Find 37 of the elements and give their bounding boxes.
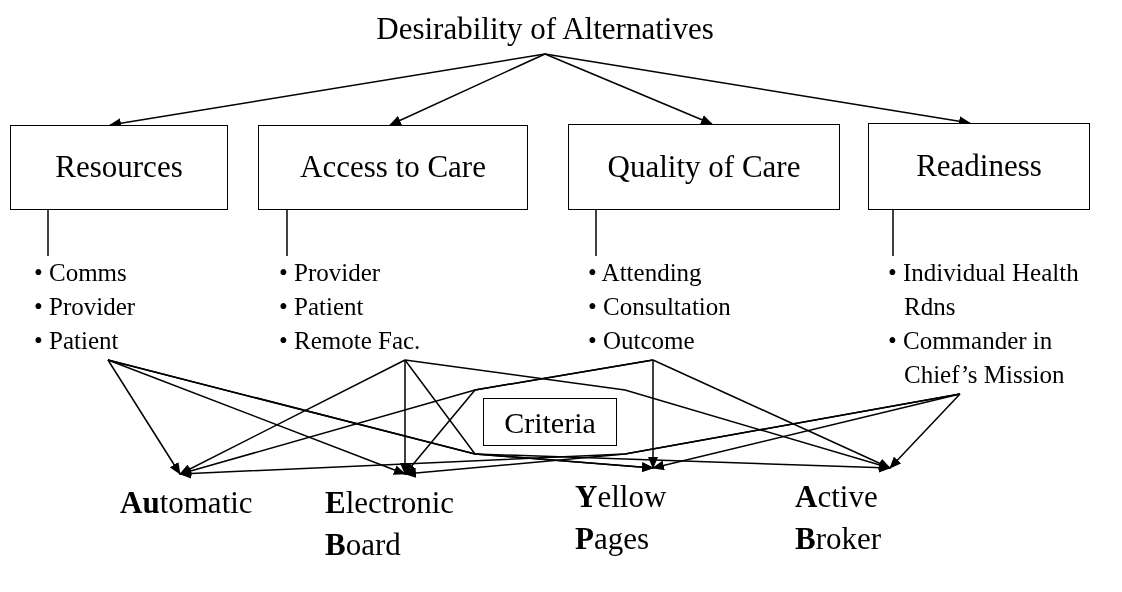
- arrow: [404, 359, 891, 470]
- alternative-label: Automatic: [120, 484, 254, 522]
- list-item: • Individual Health Rdns: [888, 258, 1080, 322]
- arrow: [889, 393, 961, 469]
- connector-line: [47, 209, 49, 257]
- node-label: Desirability of Alternatives: [376, 9, 714, 48]
- criterion-box: Access to Care: [258, 125, 528, 210]
- alternative-label: Electronic Board: [325, 484, 456, 564]
- arrow: [404, 393, 961, 478]
- arrow: [107, 359, 406, 475]
- list-item: • Provider: [279, 258, 382, 288]
- list-item: • Attending: [588, 258, 703, 288]
- list-item: • Consultation: [588, 292, 732, 322]
- arrow: [652, 359, 891, 469]
- list-item: • Provider: [34, 292, 137, 322]
- connector-line: [286, 209, 288, 257]
- criteria-box: Criteria: [483, 398, 617, 446]
- arrow: [389, 53, 546, 126]
- list-item: • Outcome: [588, 326, 696, 356]
- alternative-label: Yellow Pages: [575, 478, 668, 558]
- list-item: • Comms: [34, 258, 128, 288]
- list-item: • Patient: [279, 292, 365, 322]
- list-item: • Remote Fac.: [279, 326, 422, 356]
- list-item: • Commander in Chief’s Mission: [888, 326, 1066, 390]
- arrow: [648, 359, 658, 469]
- arrow: [179, 359, 406, 475]
- arrow: [652, 393, 961, 471]
- connector-line: [892, 209, 894, 257]
- alternative-label: Active Broker: [795, 478, 883, 558]
- criterion-box: Quality of Care: [568, 124, 840, 210]
- arrow: [107, 359, 181, 475]
- list-item: • Patient: [34, 326, 120, 356]
- criterion-box: Readiness: [868, 123, 1090, 210]
- connector-line: [595, 209, 597, 257]
- arrow: [400, 359, 410, 475]
- criterion-box: Resources: [10, 125, 228, 210]
- arrow: [544, 53, 713, 125]
